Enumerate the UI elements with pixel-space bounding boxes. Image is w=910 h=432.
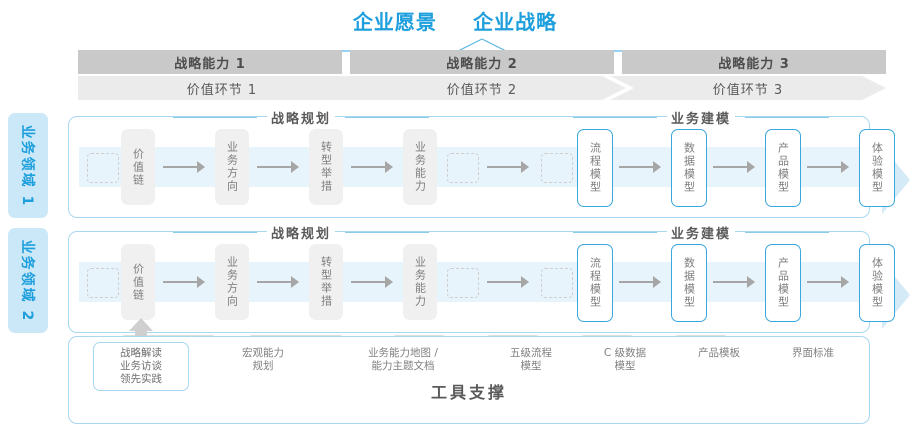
- value-item-3[interactable]: 价值环节 3: [610, 76, 886, 100]
- section-label-planning-1: 战略规划: [267, 107, 336, 127]
- section-label-planning-2: 战略规划: [267, 222, 336, 242]
- note-five-level-process: 五级流程 模型: [510, 347, 552, 372]
- caption-line-left: [573, 231, 657, 233]
- node-business-direction-1[interactable]: 业务方向: [215, 129, 249, 205]
- capability-item-1[interactable]: 战略能力 1: [78, 50, 342, 74]
- placeholder-box: [87, 268, 119, 298]
- node-label: 流程模型: [588, 257, 602, 309]
- arrow: [163, 161, 207, 173]
- node-label: 转型举措: [319, 256, 333, 308]
- node-label: 价值链: [131, 147, 145, 187]
- placeholder-box: [447, 268, 479, 298]
- value-item-1[interactable]: 价值环节 1: [78, 76, 366, 100]
- sidebar-domain-1-label: 业务领域 1: [19, 124, 35, 207]
- arrow: [351, 276, 395, 288]
- node-label: 体验模型: [870, 142, 884, 194]
- node-label: 产品模型: [776, 257, 790, 309]
- arrow: [713, 161, 757, 173]
- node-label: 数据模型: [682, 142, 696, 194]
- caption-line-left: [173, 116, 257, 118]
- note-ui-standard: 界面标准: [792, 347, 834, 359]
- section-caption-planning-2: 战略规划: [173, 222, 430, 242]
- value-item-1-label: 价值环节 1: [186, 82, 258, 98]
- note-capability-map: 业务能力地图 / 能力主题文档: [368, 347, 438, 372]
- caption-line-right: [345, 231, 430, 233]
- section-label-modeling-1: 业务建模: [667, 107, 736, 127]
- domain-row-2: 战略规划 业务建模 价值链 业务方向 转型举措 业务能力 流程模型 数据模型 产…: [68, 222, 895, 333]
- node-label: 业务能力: [413, 141, 427, 193]
- arrow: [619, 161, 663, 173]
- value-bar: 价值环节 1 价值环节 2 价值环节 3: [78, 76, 886, 100]
- node-experience-model-1[interactable]: 体验模型: [859, 129, 895, 207]
- node-label: 体验模型: [870, 257, 884, 309]
- arrow: [257, 276, 301, 288]
- caption-line-left: [173, 231, 257, 233]
- node-label: 流程模型: [588, 142, 602, 194]
- sidebar-domain-2[interactable]: 业务领域 2: [8, 228, 48, 333]
- arrow: [807, 276, 851, 288]
- node-business-capability-2[interactable]: 业务能力: [403, 244, 437, 320]
- caption-line-right: [345, 116, 430, 118]
- node-process-model-1[interactable]: 流程模型: [577, 129, 613, 207]
- tool-support-title: 工具支撑: [430, 383, 507, 402]
- node-data-model-1[interactable]: 数据模型: [671, 129, 707, 207]
- value-item-2[interactable]: 价值环节 2: [338, 76, 626, 100]
- sidebar-domain-2-label: 业务领域 2: [19, 239, 35, 322]
- node-process-model-2[interactable]: 流程模型: [577, 244, 613, 322]
- section-label-modeling-2: 业务建模: [667, 222, 736, 242]
- arrow: [163, 276, 207, 288]
- node-value-chain-1[interactable]: 价值链: [121, 129, 155, 205]
- node-experience-model-2[interactable]: 体验模型: [859, 244, 895, 322]
- sidebar-domain-1[interactable]: 业务领域 1: [8, 113, 48, 218]
- node-business-direction-2[interactable]: 业务方向: [215, 244, 249, 320]
- node-data-model-2[interactable]: 数据模型: [671, 244, 707, 322]
- capability-item-3[interactable]: 战略能力 3: [622, 50, 886, 74]
- placeholder-box: [447, 153, 479, 183]
- node-label: 业务能力: [413, 256, 427, 308]
- node-transformation-1[interactable]: 转型举措: [309, 129, 343, 205]
- note-strategy-interpretation: 战略解读 业务访谈 领先实践: [93, 342, 189, 391]
- diagram-title: 企业愿景 企业战略: [0, 6, 910, 35]
- node-label: 转型举措: [319, 141, 333, 193]
- title-strategy: 企业战略: [473, 10, 558, 34]
- node-value-chain-2[interactable]: 价值链: [121, 244, 155, 320]
- arrow: [487, 161, 531, 173]
- node-transformation-2[interactable]: 转型举措: [309, 244, 343, 320]
- title-vision: 企业愿景: [352, 10, 437, 34]
- section-caption-planning-1: 战略规划: [173, 107, 430, 127]
- node-business-capability-1[interactable]: 业务能力: [403, 129, 437, 205]
- arrow: [619, 276, 663, 288]
- domain-row-1: 战略规划 业务建模 价值链 业务方向 转型举措 业务能力 流程模型 数据模型 产…: [68, 107, 895, 218]
- node-label: 价值链: [131, 262, 145, 302]
- caption-line-left: [573, 116, 657, 118]
- node-label: 产品模型: [776, 142, 790, 194]
- node-product-model-2[interactable]: 产品模型: [765, 244, 801, 322]
- tool-support-container: 工具支撑: [68, 336, 870, 424]
- arrow: [807, 161, 851, 173]
- placeholder-box: [87, 153, 119, 183]
- arrow: [713, 276, 757, 288]
- arrow: [257, 161, 301, 173]
- node-product-model-1[interactable]: 产品模型: [765, 129, 801, 207]
- caption-line-right: [745, 231, 830, 233]
- section-caption-modeling-2: 业务建模: [573, 222, 830, 242]
- arrow: [487, 276, 531, 288]
- placeholder-box: [541, 153, 573, 183]
- value-item-2-label: 价值环节 2: [446, 82, 518, 98]
- section-caption-modeling-1: 业务建模: [573, 107, 830, 127]
- note-c-level-data: C 级数据 模型: [603, 347, 647, 372]
- capability-bar: 战略能力 1 战略能力 2 战略能力 3: [78, 50, 886, 74]
- placeholder-box: [541, 268, 573, 298]
- value-item-3-label: 价值环节 3: [712, 82, 784, 98]
- arrow: [351, 161, 395, 173]
- note-product-template: 产品模板: [698, 347, 740, 359]
- caption-line-right: [745, 116, 830, 118]
- node-label: 业务方向: [225, 141, 239, 193]
- capability-item-2[interactable]: 战略能力 2: [350, 50, 614, 74]
- node-label: 业务方向: [225, 256, 239, 308]
- node-label: 数据模型: [682, 257, 696, 309]
- note-macro-capability: 宏观能力 规划: [242, 347, 284, 372]
